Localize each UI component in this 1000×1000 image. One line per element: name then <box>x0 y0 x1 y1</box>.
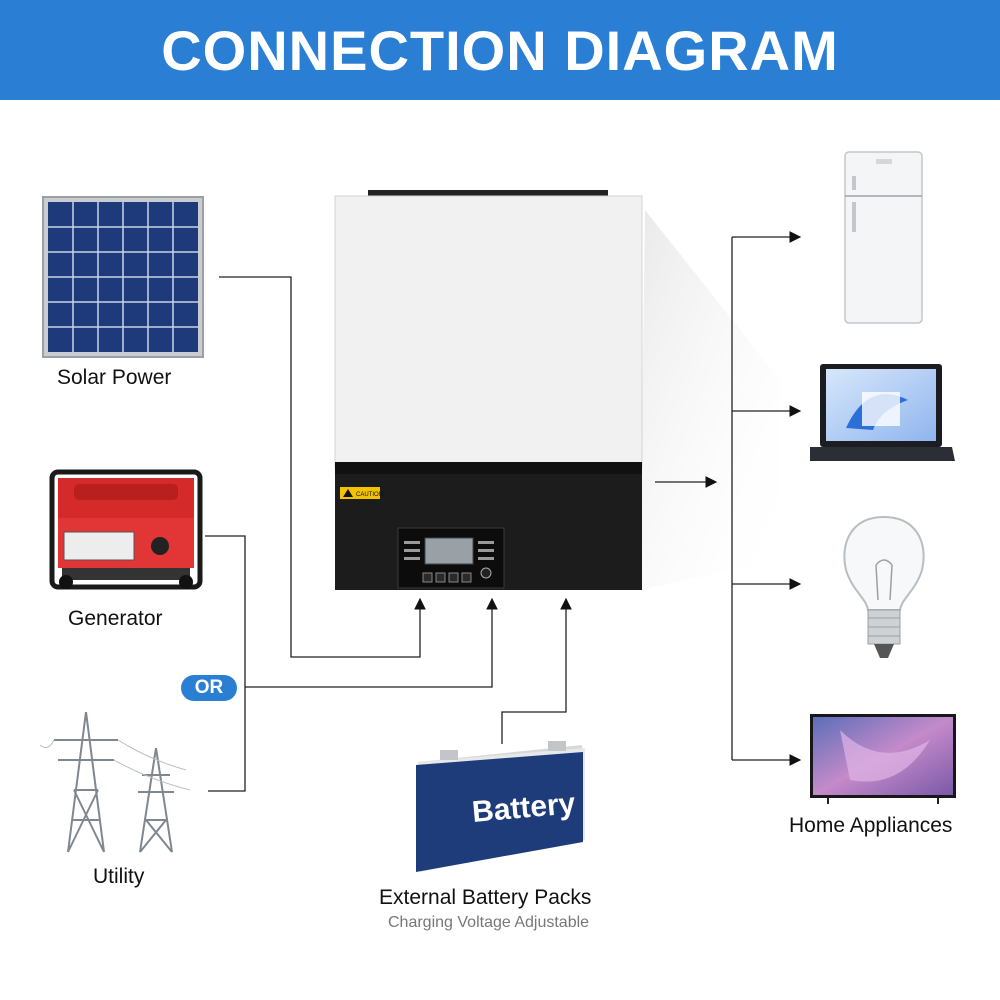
connector-lines <box>205 231 802 792</box>
caution-text: CAUTION <box>356 492 383 498</box>
solar-connector <box>219 276 426 658</box>
solar-panel-icon <box>42 196 204 358</box>
diagram-title: CONNECTION DIAGRAM <box>161 18 839 82</box>
utility-connector <box>208 687 246 792</box>
generator-label: Generator <box>68 607 163 630</box>
battery-caption: External Battery Packs <box>379 886 592 909</box>
light-bulb-icon <box>843 515 925 658</box>
inverter-unit: CAUTION <box>334 190 780 590</box>
lcd-screen <box>424 537 474 565</box>
power-knob-icon <box>480 567 492 579</box>
solar-power-label: Solar Power <box>57 366 172 389</box>
generator-icon <box>49 469 203 590</box>
battery-icon: Battery <box>416 741 585 872</box>
battery-subcaption: Charging Voltage Adjustable <box>388 914 590 931</box>
utility-label: Utility <box>93 865 145 888</box>
grid-connector <box>245 597 498 688</box>
fridge-icon <box>844 151 923 324</box>
control-buttons <box>422 572 472 583</box>
generator-connector <box>205 535 246 687</box>
header-banner: CONNECTION DIAGRAM <box>0 0 1000 100</box>
or-badge: OR <box>181 675 237 701</box>
battery-connector <box>501 597 572 744</box>
laptop-icon <box>810 364 955 461</box>
tv-icon <box>810 714 956 804</box>
utility-pylon-icon <box>39 711 191 853</box>
home-appliances-label: Home Appliances <box>789 814 953 837</box>
